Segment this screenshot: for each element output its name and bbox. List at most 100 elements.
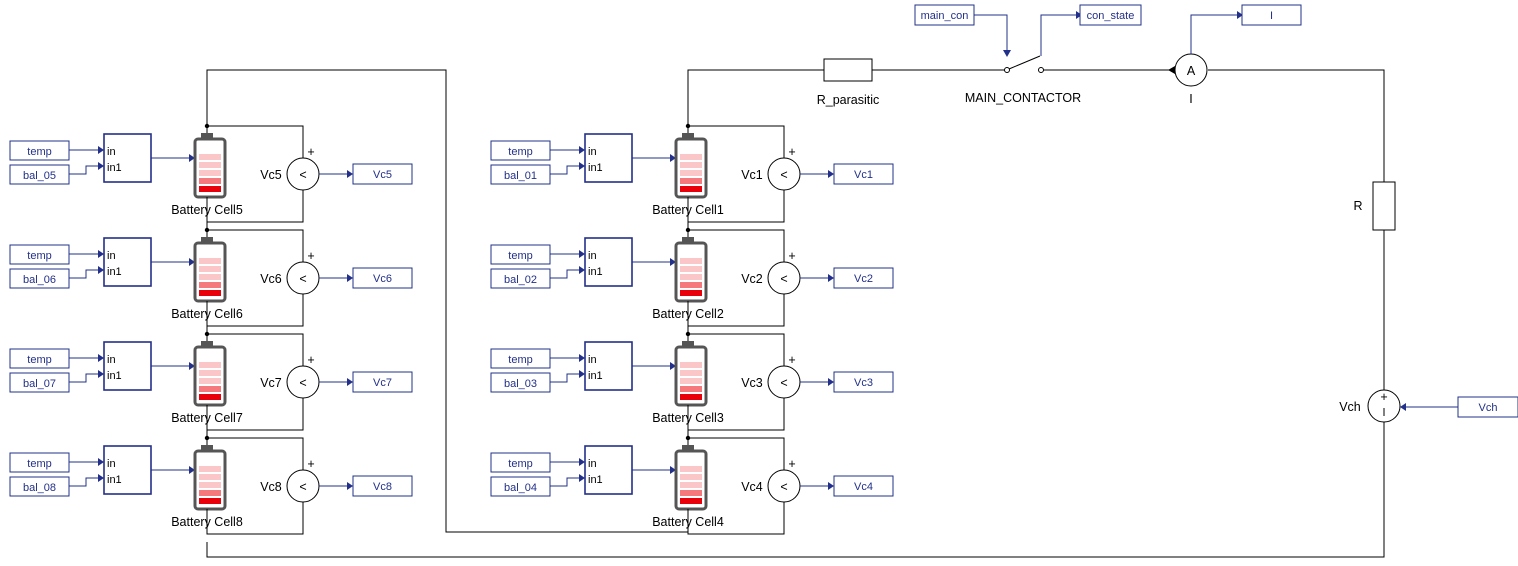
mux-block[interactable] bbox=[103, 445, 152, 495]
temp-port-label: temp bbox=[27, 146, 51, 158]
voltage-sensor[interactable]: <+ bbox=[767, 249, 801, 295]
voltage-out-port[interactable] bbox=[833, 371, 894, 393]
voltage-sensor-label: Vc5 bbox=[260, 168, 282, 182]
battery-charge-segment bbox=[680, 258, 702, 264]
battery-icon[interactable] bbox=[674, 445, 708, 511]
voltage-sensor-label: Vc8 bbox=[260, 480, 282, 494]
mux-block[interactable] bbox=[103, 341, 152, 391]
mux-block[interactable] bbox=[103, 133, 152, 183]
voltage-out-port[interactable] bbox=[833, 163, 894, 185]
con-state-port[interactable] bbox=[1079, 4, 1142, 26]
balance-arrowhead bbox=[98, 162, 104, 170]
voltage-out-port[interactable] bbox=[352, 267, 413, 289]
sensor-top-wire bbox=[206, 125, 304, 158]
vch-arrowhead bbox=[1400, 403, 1406, 411]
voltage-out-port[interactable] bbox=[833, 475, 894, 497]
balance-arrowhead bbox=[98, 370, 104, 378]
voltage-sensor[interactable]: <+ bbox=[286, 457, 320, 503]
battery-icon[interactable] bbox=[674, 341, 708, 407]
vch-label: Vch bbox=[1339, 400, 1361, 414]
voltage-out-arrowhead bbox=[828, 274, 834, 282]
con-state-arrowhead bbox=[1076, 11, 1082, 19]
mux-block[interactable] bbox=[103, 237, 152, 287]
sensor-bottom-wire bbox=[687, 398, 785, 431]
mux-to-battery-arrowhead bbox=[670, 258, 676, 266]
temp-arrowhead bbox=[98, 250, 104, 258]
voltage-out-port-label: Vc3 bbox=[854, 377, 873, 389]
temp-arrowhead bbox=[579, 354, 585, 362]
voltage-out-port-label: Vc7 bbox=[373, 377, 392, 389]
mux-in-label: in bbox=[588, 146, 597, 158]
sensor-bottom-wire bbox=[206, 502, 304, 535]
battery-charge-segment bbox=[199, 474, 221, 480]
mux-block[interactable] bbox=[584, 133, 633, 183]
voltage-sensor-symbol: < bbox=[299, 168, 306, 182]
balance-port-label: bal_08 bbox=[23, 482, 56, 494]
voltage-sensor[interactable]: <+ bbox=[767, 145, 801, 191]
battery-icon[interactable] bbox=[193, 133, 227, 199]
ammeter[interactable]: A I I bbox=[1168, 4, 1302, 106]
battery-charge-segment bbox=[199, 258, 221, 264]
resistor-parasitic-label: R_parasitic bbox=[817, 93, 880, 107]
temp-arrowhead bbox=[579, 250, 585, 258]
voltage-sensor[interactable]: <+ bbox=[767, 457, 801, 503]
battery-icon[interactable] bbox=[193, 445, 227, 511]
battery-charge-segment bbox=[199, 162, 221, 168]
mux-in-label: in bbox=[107, 354, 116, 366]
voltage-out-port-label: Vc2 bbox=[854, 273, 873, 285]
battery-charge-segment bbox=[199, 178, 221, 184]
voltage-sensor[interactable]: <+ bbox=[286, 353, 320, 399]
balance-signal bbox=[550, 269, 579, 279]
battery-icon[interactable] bbox=[193, 341, 227, 407]
voltage-sensor-symbol: < bbox=[780, 480, 787, 494]
balance-signal bbox=[550, 165, 579, 175]
sensor-bottom-wire bbox=[687, 502, 785, 535]
mux-block[interactable] bbox=[584, 341, 633, 391]
voltage-sensor-plus: + bbox=[307, 145, 314, 159]
balance-arrowhead bbox=[579, 370, 585, 378]
con-state-signal bbox=[1040, 14, 1076, 56]
voltage-out-port[interactable] bbox=[352, 475, 413, 497]
main-circuit-wires bbox=[206, 69, 1385, 558]
resistor-parasitic[interactable]: R_parasitic bbox=[817, 58, 880, 107]
battery-terminal bbox=[682, 445, 694, 451]
battery-terminal bbox=[682, 237, 694, 243]
battery-charge-segment bbox=[199, 498, 221, 504]
battery-icon[interactable] bbox=[674, 237, 708, 303]
voltage-out-port[interactable] bbox=[352, 371, 413, 393]
voltage-out-port[interactable] bbox=[833, 267, 894, 289]
sensor-bottom-wire bbox=[687, 294, 785, 327]
mux-to-battery-arrowhead bbox=[670, 466, 676, 474]
battery-charge-segment bbox=[680, 490, 702, 496]
battery-icon[interactable] bbox=[193, 237, 227, 303]
mux-block[interactable] bbox=[584, 445, 633, 495]
balance-arrowhead bbox=[579, 162, 585, 170]
mux-block[interactable] bbox=[584, 237, 633, 287]
battery-terminal bbox=[682, 133, 694, 139]
battery-terminal bbox=[682, 341, 694, 347]
battery-charge-segment bbox=[199, 274, 221, 280]
temp-port-label: temp bbox=[27, 250, 51, 262]
main-contactor[interactable]: MAIN_CONTACTOR main_con con_state bbox=[914, 4, 1142, 105]
voltage-sensor-plus: + bbox=[788, 457, 795, 471]
mux-in-label: in bbox=[588, 458, 597, 470]
mux-in1-label: in1 bbox=[588, 266, 603, 278]
battery-charge-segment bbox=[680, 498, 702, 504]
temp-port-label: temp bbox=[27, 354, 51, 366]
current-out-port[interactable] bbox=[1241, 4, 1302, 26]
battery-icon[interactable] bbox=[674, 133, 708, 199]
battery-charge-segment bbox=[680, 362, 702, 368]
battery-charge-segment bbox=[680, 266, 702, 272]
battery-charge-segment bbox=[680, 178, 702, 184]
resistor-load[interactable]: R bbox=[1353, 181, 1396, 231]
voltage-out-port[interactable] bbox=[352, 163, 413, 185]
voltage-source-vch[interactable]: + Vch Vch bbox=[1339, 389, 1518, 423]
temp-arrowhead bbox=[98, 458, 104, 466]
wire-left-top-link bbox=[206, 69, 688, 533]
mux-in1-label: in1 bbox=[588, 162, 603, 174]
